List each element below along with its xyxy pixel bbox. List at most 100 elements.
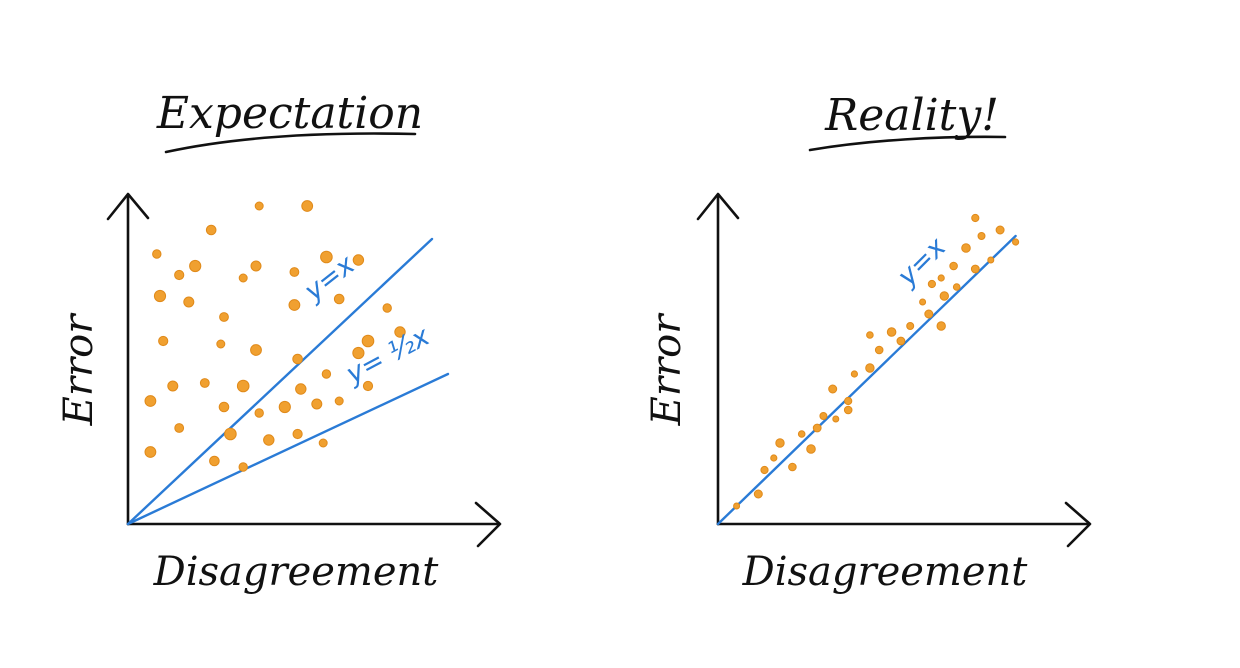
scatter-point [152,249,162,259]
scatter-point [819,412,828,420]
x-axis-arrow-icon [1064,501,1092,548]
scatter-point [1012,238,1020,246]
scatter-point [199,378,210,388]
scatter-point [174,269,185,281]
reality-chart: Reality! Error Disagreement y=x [644,90,1092,595]
scatter-point [382,303,392,313]
ref-line-label-y-equals-x: y=x [891,231,953,293]
scatter-point [254,201,264,211]
scatter-point [318,438,328,448]
scatter-point [144,446,157,458]
scatter-point [219,312,229,322]
scatter-point [216,339,226,349]
scatter-point [292,428,303,440]
scatter-point [144,395,157,407]
scatter-point [896,336,906,346]
scatter-point [205,224,217,236]
scatter-point [352,254,365,266]
scatter-point [828,384,838,394]
reference-line-0 [126,237,434,526]
scatter-point [866,331,874,339]
scatter-point [183,296,195,308]
scatter-point [352,346,365,360]
scatter-point [753,489,763,499]
scatter-point [770,454,778,462]
y-axis-label: Error [644,312,690,427]
scatter-point [832,415,840,423]
scatter-point [288,299,301,311]
scatter-point [952,283,961,291]
y-axis-arrow-icon [696,192,740,221]
scatter-point [971,213,980,223]
scatter-point [333,293,345,305]
scatter-point [987,256,995,264]
scatter-point [320,250,333,264]
scatter-point [250,344,262,356]
expectation-chart: Expectation Error Disagreement y=x y= ½x [56,88,502,595]
y-axis-arrow-icon [106,192,150,221]
scatter-point [238,273,248,283]
scatter-point [970,264,980,274]
x-axis-arrow-icon [474,501,502,548]
ref-line-label-y-equals-half-x: y= ½x [340,320,435,390]
scatter-point [394,326,406,338]
scatter-point [236,379,250,393]
scatter-point [218,401,230,413]
scatter-point [760,465,769,475]
scatter-point [843,405,853,415]
scatter-point [301,200,314,212]
scatter-point [812,423,822,433]
scatter-point [906,322,915,330]
y-axis [696,192,740,526]
scatter-point [224,427,237,441]
scatter-point [278,400,291,414]
scatter-point [865,363,875,373]
y-axis [106,192,150,526]
scatter-point [174,423,185,433]
scatter-point [937,274,945,282]
scatter-point [153,289,167,303]
scatter-point [995,225,1005,235]
title-underline [808,135,1007,152]
scatter-point [924,309,934,319]
y-axis-label: Error [56,312,102,427]
chart-title: Reality! [824,90,999,141]
scatter-point [158,335,169,347]
scatter-point [788,462,797,472]
scatter-point [292,353,303,365]
x-axis [126,501,502,548]
scatter-point [263,434,275,446]
chart-title: Expectation [156,88,423,139]
x-axis [716,501,1092,548]
scatter-point [844,396,853,406]
scatter-point [250,260,262,272]
scatter-point [850,370,859,378]
scatter-point [254,408,264,418]
scatter-point [361,334,375,348]
scatter-point [874,345,884,355]
ref-line-label-y-equals-x: y=x [298,249,362,308]
x-axis-label: Disagreement [153,549,440,595]
scatter-point [733,502,741,510]
scatter-point [977,232,986,240]
title-underline [164,132,417,154]
reference-line-1 [126,372,450,526]
x-axis-label: Disagreement [742,549,1029,595]
scatter-point [797,430,806,438]
scatter-point [961,243,971,253]
scatter-point [886,327,897,337]
scatter-point [295,383,307,395]
scatter-point [189,259,202,273]
scatter-point [775,438,785,448]
scatter-point [289,267,300,277]
scatter-point [238,462,248,472]
scatter-point [209,455,220,467]
scatter-point [311,398,323,410]
scatter-point [334,396,344,406]
scatter-point [919,298,927,306]
scatter-point [167,380,179,392]
scatter-point [949,261,958,271]
scatter-point [936,321,946,331]
scatter-point [362,380,374,392]
